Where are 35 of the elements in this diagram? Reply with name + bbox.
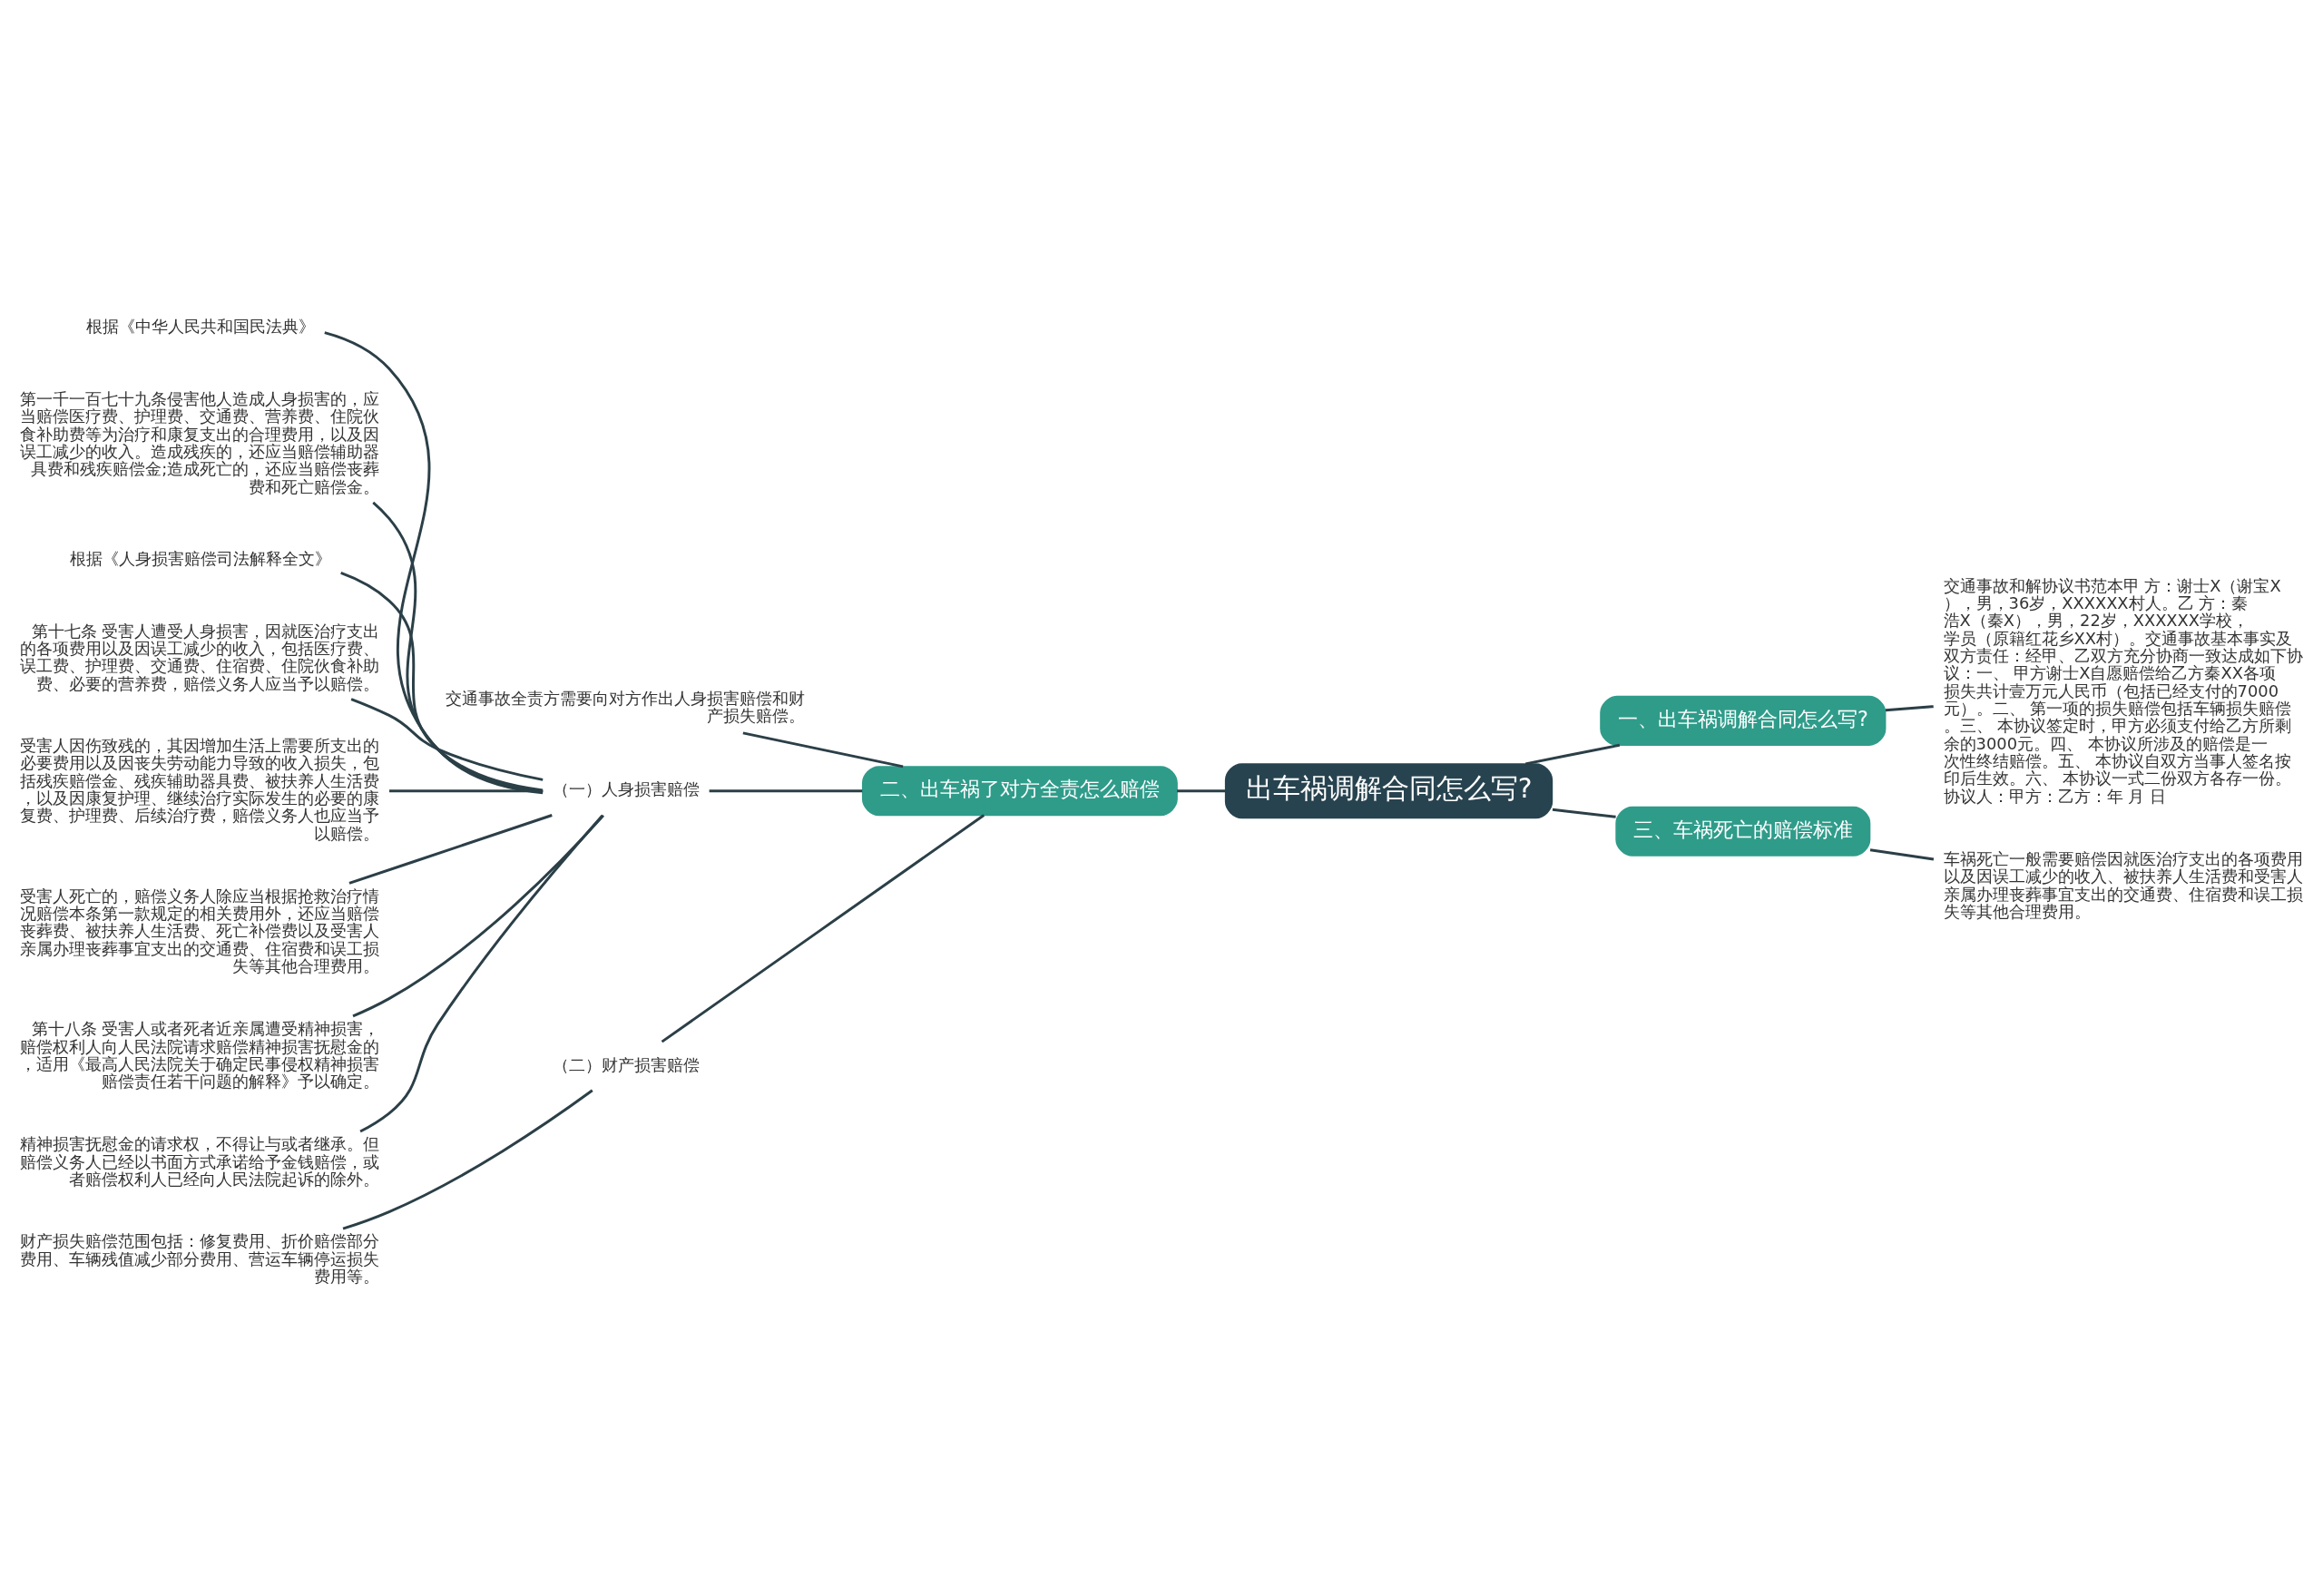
node-text: （一）人身损害赔偿 <box>552 779 700 799</box>
connector <box>352 814 604 1018</box>
node-text: （二）财产损害赔偿 <box>552 1054 700 1074</box>
node-text: 第十七条 受害人遭受人身损害，因就医治疗支出的各项费用以及因误工减少的收入，包括医疗费、误工费、护理费、交通费、住宿费、住院伙食补助费、必要的营养费，赔偿义务人应当予以赔偿。 <box>20 621 380 693</box>
node-text: 车祸死亡一般需要赔偿因就医治疗支出的各项费用以及因误工减少的收入、被扶养人生活费和受害人亲属办理丧葬事宜支出的交通费、住宿费和误工损失等其他合理费用。 <box>1943 848 2303 921</box>
connector <box>324 331 544 795</box>
connector <box>1177 789 1226 793</box>
connector <box>1552 808 1616 818</box>
connector <box>342 1089 593 1230</box>
connector <box>350 698 544 781</box>
node-box: 一、出车祸调解合同怎么写? <box>1600 695 1887 746</box>
connector <box>372 501 544 794</box>
node-box: 三、车祸死亡的赔偿标准 <box>1615 806 1871 857</box>
node-text: 交通事故和解协议书范本甲 方：谢士X（谢宝X），男，36岁，XXXXXX村人。乙 方：秦浩X（秦X），男，22岁，XXXXXX学校，学员（原籍红花乡XX村）。交通事故基本事实及双方责任：经甲、乙双方充分协商一致达成如下协议：一、 甲方谢士X自愿赔偿给乙方秦XX各项损失共计壹万元人民币（包括已经支付的7000元）。二、 第一项的损失赔偿包括车辆损失赔偿。三、 本协议签定时，甲方必须支付给乙方所剩余的3000元。四、 本协议所涉及的赔偿是一次性终结赔偿。五、 本协议自双方当事人签名按印后生效。六、 本协议一式二份双方各存一份。协议人：甲方：乙方：年 月 日 <box>1943 575 2303 806</box>
connector <box>1869 848 1935 861</box>
node-text: 交通事故全责方需要向对方作出人身损害赔偿和财产损失赔偿。 <box>445 688 805 726</box>
node-text: 根据《人身损害赔偿司法解释全文》 <box>70 549 332 569</box>
node-text: 财产损失赔偿范围包括：修复费用、折价赔偿部分费用、车辆残值减少部分费用、营运车辆停运损失费用等。 <box>20 1231 380 1287</box>
connector <box>742 731 904 769</box>
node-text: 精神损害抚慰金的请求权，不得让与或者继承。但赔偿义务人已经以书面方式承诺给予金钱赔偿，或者赔偿权利人已经向人民法院起诉的除外。 <box>20 1134 380 1189</box>
connector <box>340 572 544 792</box>
connector <box>348 814 553 885</box>
connector <box>709 789 863 793</box>
node-text: 第十八条 受害人或者死者近亲属遭受精神损害，赔偿权利人向人民法院请求赔偿精神损害抚慰金的，适用《最高人民法院关于确定民事侵权精神损害赔偿责任若干问题的解释》予以确定。 <box>20 1019 380 1092</box>
connector <box>389 789 544 793</box>
node-text: 根据《中华人民共和国民法典》 <box>86 317 316 337</box>
node-box: 二、出车祸了对方全责怎么赔偿 <box>861 766 1178 817</box>
connector <box>359 815 603 1133</box>
connector <box>1524 743 1621 766</box>
node-box: 出车祸调解合同怎么写? <box>1224 763 1554 819</box>
connector <box>1885 705 1934 712</box>
node-text: 受害人因伤致残的，其因增加生活上需要所支出的必要费用以及因丧失劳动能力导致的收入损失，包括残疾赔偿金、残疾辅助器具费、被扶养人生活费，以及因康复护理、继续治疗实际发生的必要的康复费、护理费、后续治疗费，赔偿义务人也应当予以赔偿。 <box>20 735 380 843</box>
connector <box>661 814 985 1043</box>
node-text: 第一千一百七十九条侵害他人造成人身损害的，应当赔偿医疗费、护理费、交通费、营养费、住院伙食补助费等为治疗和康复支出的合理费用，以及因误工减少的收入。造成残疾的，还应当赔偿辅助器具费和残疾赔偿金;造成死亡的，还应当赔偿丧葬费和死亡赔偿金。 <box>20 388 380 496</box>
node-text: 受害人死亡的，赔偿义务人除应当根据抢救治疗情况赔偿本条第一款规定的相关费用外，还应当赔偿丧葬费、被扶养人生活费、死亡补偿费以及受害人亲属办理丧葬事宜支出的交通费、住宿费和误工损失等其他合理费用。 <box>20 886 380 976</box>
